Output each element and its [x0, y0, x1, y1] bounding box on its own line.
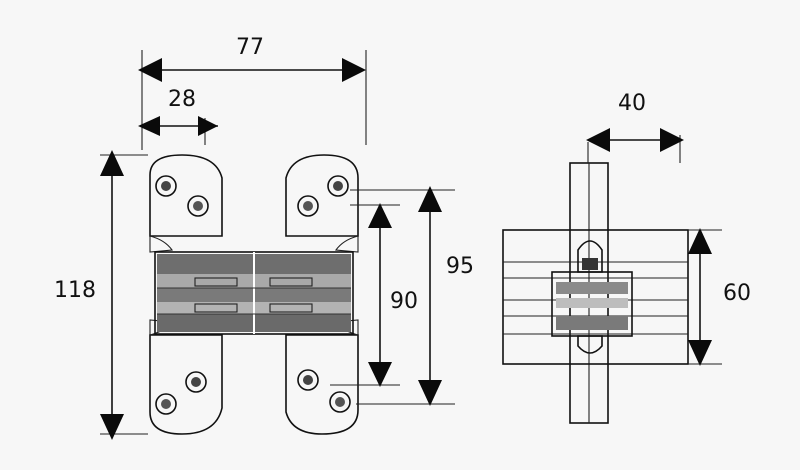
right-hinge-leaf	[285, 154, 359, 237]
dimension-label-77: 77	[236, 35, 264, 60]
hinge-front-view: 77 28 118 90 95	[54, 35, 474, 440]
hinge-mechanism	[551, 240, 633, 354]
dimension-28: 28	[138, 87, 218, 136]
dimension-90: 90	[368, 203, 418, 387]
dimension-77: 77	[138, 35, 366, 82]
right-hinge-leaf-lower	[285, 334, 359, 435]
dimension-95: 95	[418, 186, 474, 406]
dimension-60: 60	[688, 228, 751, 366]
left-hinge-leaf-lower	[149, 334, 223, 435]
dimension-label-28: 28	[168, 87, 196, 112]
left-hinge-leaf	[149, 154, 223, 237]
dimension-label-60: 60	[723, 281, 751, 306]
dimension-label-90: 90	[390, 289, 418, 314]
dimension-label-118: 118	[54, 278, 96, 303]
dimension-label-95: 95	[446, 254, 474, 279]
screw-holes	[155, 175, 351, 415]
dimension-118: 118	[54, 150, 124, 440]
hinge-side-view: 40 60	[502, 91, 751, 424]
hinge-knuckle-block	[154, 251, 354, 335]
dimension-label-40: 40	[618, 91, 646, 116]
dimension-40: 40	[586, 91, 684, 152]
